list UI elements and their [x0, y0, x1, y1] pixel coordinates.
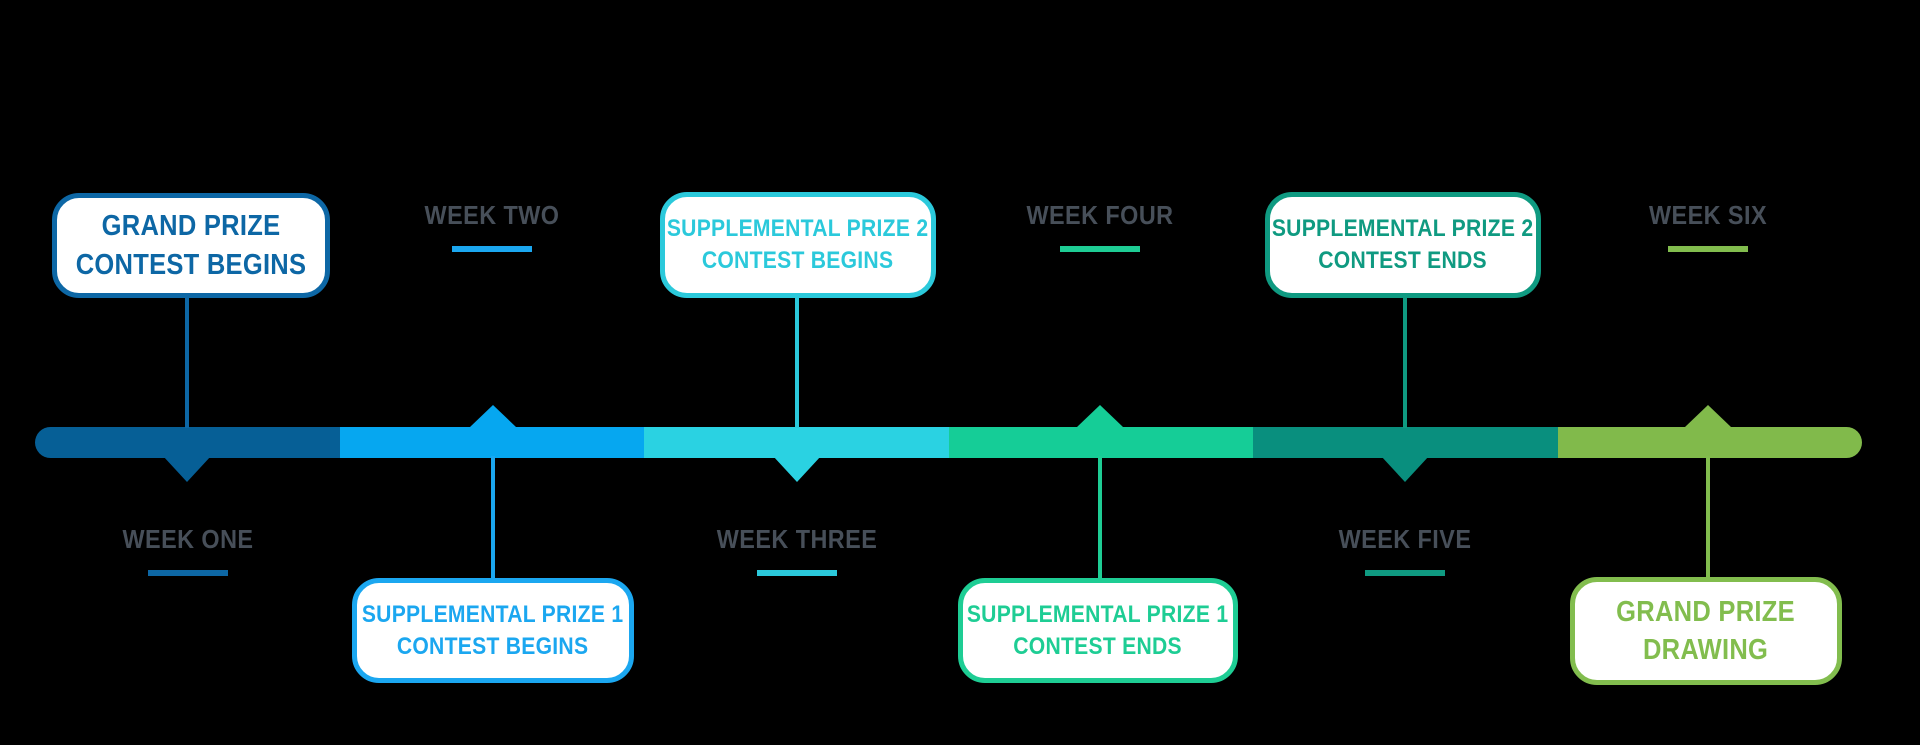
week-underline-week-one [148, 570, 228, 576]
marker-triangle-up-week-four [1077, 405, 1123, 427]
event-box-text: SUPPLEMENTAL PRIZE 1 CONTEST ENDS [967, 599, 1228, 662]
marker-triangle-down-week-five [1381, 456, 1429, 482]
week-underline-week-two [452, 246, 532, 252]
event-box-supplemental-prize-2-contest-ends: SUPPLEMENTAL PRIZE 2 CONTEST ENDS [1265, 192, 1541, 298]
timeline-bar [35, 427, 1862, 458]
marker-triangle-up-week-two [470, 405, 516, 427]
connector-line-week-five [1403, 296, 1407, 428]
week-label-week-six: WEEK SIX [1648, 200, 1768, 230]
event-box-supplemental-prize-1-contest-begins: SUPPLEMENTAL PRIZE 1 CONTEST BEGINS [352, 578, 634, 683]
event-line-2: CONTEST BEGINS [397, 632, 589, 660]
week-label-week-two: WEEK TWO [424, 200, 560, 230]
event-box-text: GRAND PRIZE DRAWING [1617, 593, 1796, 670]
week-underline-week-five [1365, 570, 1445, 576]
connector-line-week-four [1098, 456, 1102, 580]
timeline-segment-week-six [1557, 427, 1862, 458]
connector-line-week-one [185, 296, 189, 428]
event-line-2: CONTEST BEGINS [702, 247, 894, 274]
event-line-1: SUPPLEMENTAL PRIZE 2 [1272, 215, 1534, 243]
event-line-2: CONTEST ENDS [1013, 632, 1183, 660]
event-line-2: DRAWING [1643, 634, 1769, 666]
marker-triangle-down-week-one [163, 456, 211, 482]
marker-triangle-down-week-three [773, 456, 821, 482]
connector-line-week-two [491, 456, 495, 580]
timeline-segment-week-two [339, 427, 644, 458]
week-label-week-five: WEEK FIVE [1338, 524, 1472, 554]
event-line-1: SUPPLEMENTAL PRIZE 1 [967, 600, 1229, 628]
week-label-week-three: WEEK THREE [716, 524, 878, 554]
event-box-text: SUPPLEMENTAL PRIZE 1 CONTEST BEGINS [362, 599, 623, 662]
event-line-1: SUPPLEMENTAL PRIZE 2 [667, 215, 929, 243]
week-underline-week-three [757, 570, 837, 576]
connector-line-week-six [1706, 456, 1710, 578]
connector-line-week-three [795, 296, 799, 428]
timeline-segment-week-one [35, 427, 340, 458]
timeline-segment-week-four [948, 427, 1253, 458]
marker-triangle-up-week-six [1685, 405, 1731, 427]
event-line-2: CONTEST BEGINS [75, 248, 307, 281]
event-box-supplemental-prize-1-contest-ends: SUPPLEMENTAL PRIZE 1 CONTEST ENDS [958, 578, 1238, 683]
event-box-text: SUPPLEMENTAL PRIZE 2 CONTEST ENDS [1272, 213, 1533, 276]
event-box-grand-prize-contest-begins: GRAND PRIZE CONTEST BEGINS [52, 193, 330, 298]
week-label-week-four: WEEK FOUR [1026, 200, 1174, 230]
event-box-text: SUPPLEMENTAL PRIZE 2 CONTEST BEGINS [667, 213, 928, 276]
event-line-1: GRAND PRIZE [1616, 595, 1796, 628]
event-box-supplemental-prize-2-contest-begins: SUPPLEMENTAL PRIZE 2 CONTEST BEGINS [660, 192, 936, 298]
week-label-week-one: WEEK ONE [122, 524, 254, 554]
event-line-1: GRAND PRIZE [101, 210, 281, 243]
event-box-text: GRAND PRIZE CONTEST BEGINS [76, 207, 307, 284]
week-underline-week-four [1060, 246, 1140, 252]
week-underline-week-six [1668, 246, 1748, 252]
timeline-segment-week-three [644, 427, 949, 458]
event-line-2: CONTEST ENDS [1318, 247, 1488, 274]
timeline-segment-week-five [1253, 427, 1558, 458]
event-box-grand-prize-drawing: GRAND PRIZE DRAWING [1570, 577, 1842, 685]
event-line-1: SUPPLEMENTAL PRIZE 1 [362, 600, 624, 628]
